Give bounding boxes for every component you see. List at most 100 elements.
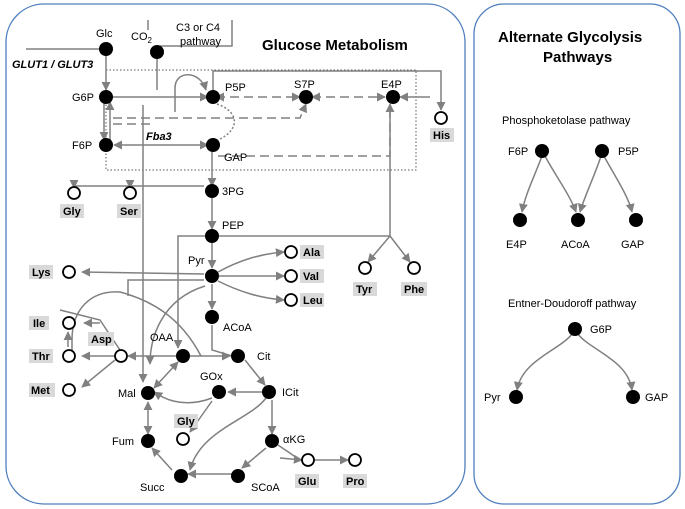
lbl-pyr: Pyr — [188, 255, 205, 267]
lbl-gly2: Gly — [177, 416, 196, 428]
node-val — [284, 269, 298, 283]
ed-lbl-gap: GAP — [645, 392, 668, 404]
pentose-phosphate-box — [105, 69, 417, 171]
lbl-leu: Leu — [303, 295, 323, 307]
lbl-gox: GOx — [200, 371, 223, 383]
lbl-glc: Glc — [96, 28, 113, 40]
lbl-ile: Ile — [33, 318, 45, 330]
node-icit — [262, 385, 276, 399]
left-edges — [26, 20, 446, 479]
ed-node-pyr — [509, 390, 523, 404]
node-asp — [114, 349, 128, 363]
lbl-oaa: OAA — [150, 332, 174, 344]
right-panel-content: Alternate Glycolysis Pathways Phosphoket… — [484, 29, 668, 404]
node-co2 — [150, 45, 164, 59]
lbl-gly1: Gly — [63, 206, 82, 218]
left-nodes — [62, 42, 448, 483]
pk-node-f6p — [535, 144, 549, 158]
node-acoa — [205, 310, 219, 324]
transporter-label: GLUT1 / GLUT3 — [12, 59, 93, 71]
glucose-metabolism-panel — [5, 3, 466, 505]
alternate-pathways-panel — [473, 3, 681, 505]
node-glu — [301, 453, 315, 467]
node-gap — [206, 138, 220, 152]
pk-lbl-f6p: F6P — [508, 146, 528, 158]
node-pyr — [205, 269, 219, 283]
pk-lbl-gap: GAP — [621, 239, 644, 251]
pk-node-acoa — [571, 213, 585, 227]
node-oaa — [176, 349, 190, 363]
left-labels: Glucose Metabolism GLUT1 / GLUT3 Fba3 C3… — [12, 22, 454, 494]
node-pep — [205, 229, 219, 243]
node-e4p — [386, 90, 400, 104]
lbl-ala: Ala — [303, 247, 321, 259]
node-pro — [348, 453, 362, 467]
lbl-p5p: P5P — [225, 82, 246, 94]
node-scoa — [231, 469, 245, 483]
lbl-fum: Fum — [112, 436, 134, 448]
node-succ — [174, 469, 188, 483]
lbl-his: His — [433, 130, 450, 142]
entner-doudoroff-title: Entner-Doudoroff pathway — [508, 298, 637, 310]
lbl-mal: Mal — [118, 388, 136, 400]
lbl-val: Val — [303, 271, 319, 283]
lbl-met: Met — [31, 385, 50, 397]
node-glc — [99, 42, 113, 56]
node-met — [62, 383, 76, 397]
node-s7p — [299, 90, 313, 104]
node-leu — [284, 293, 298, 307]
node-mal — [141, 386, 155, 400]
lbl-succ: Succ — [140, 482, 165, 494]
ed-lbl-pyr: Pyr — [484, 392, 501, 404]
node-gly2 — [176, 432, 190, 446]
lbl-glu: Glu — [298, 476, 316, 488]
enzyme-label: Fba3 — [146, 131, 172, 143]
source-label-1: C3 or C4 — [176, 22, 220, 34]
lbl-f6p: F6P — [72, 140, 92, 152]
alt-title-2: Pathways — [543, 49, 612, 66]
node-3pg — [205, 184, 219, 198]
pk-node-e4p — [513, 213, 527, 227]
lbl-pro: Pro — [346, 476, 365, 488]
ed-lbl-g6p: G6P — [590, 324, 612, 336]
node-tyr — [358, 261, 372, 275]
node-cit — [231, 349, 245, 363]
lbl-e4p: E4P — [381, 79, 402, 91]
node-ile — [62, 316, 76, 330]
lbl-thr: Thr — [32, 351, 50, 363]
node-gox — [212, 385, 226, 399]
node-fum — [141, 434, 155, 448]
lbl-cit: Cit — [257, 351, 270, 363]
lbl-pep: PEP — [222, 220, 244, 232]
phosphoketolase-title: Phosphoketolase pathway — [502, 115, 631, 127]
pk-lbl-e4p: E4P — [506, 239, 527, 251]
pk-node-gap — [629, 213, 643, 227]
node-ser — [123, 186, 137, 200]
lbl-g6p: G6P — [72, 92, 94, 104]
node-lys — [62, 265, 76, 279]
node-thr — [62, 349, 76, 363]
lbl-ser: Ser — [120, 206, 138, 218]
glucose-title: Glucose Metabolism — [262, 37, 408, 54]
node-p5p — [206, 90, 220, 104]
node-akg — [265, 434, 279, 448]
co2-label: CO2 — [131, 31, 153, 45]
lbl-s7p: S7P — [294, 79, 315, 91]
lbl-phe: Phe — [404, 284, 424, 296]
alt-title-1: Alternate Glycolysis — [498, 29, 642, 46]
lbl-tyr: Tyr — [356, 284, 373, 296]
node-phe — [407, 261, 421, 275]
lbl-scoa: SCoA — [251, 482, 280, 494]
lbl-akg: αKG — [283, 434, 305, 446]
ed-node-g6p — [568, 322, 582, 336]
lbl-lys: Lys — [32, 267, 51, 279]
ed-node-gap — [626, 390, 640, 404]
pk-lbl-acoa: ACoA — [561, 239, 590, 251]
node-g6p — [99, 90, 113, 104]
lbl-3pg: 3PG — [222, 186, 244, 198]
pk-node-p5p — [595, 144, 609, 158]
source-label-2: pathway — [180, 36, 221, 48]
lbl-icit: ICit — [282, 387, 299, 399]
node-ala — [284, 245, 298, 259]
